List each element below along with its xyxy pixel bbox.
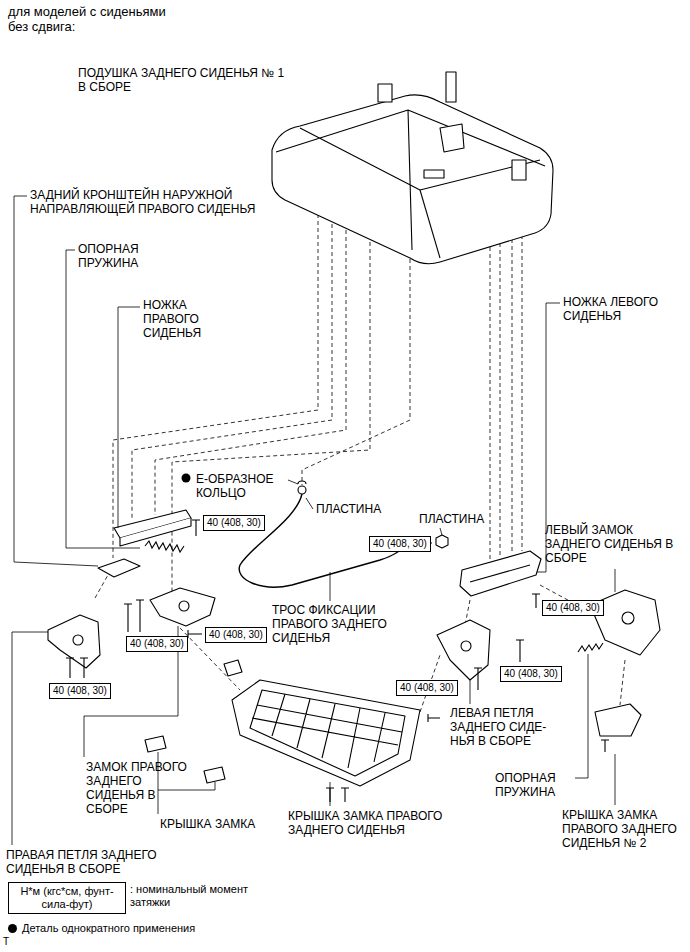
part-name: ПОДУШКА ЗАДНЕГО СИДЕНЬЯ № 1 В СБОРЕ [78,66,293,94]
torque-box: 40 (408, 30) [369,536,431,552]
figure-code: T [3,935,23,949]
torque-box: 40 (408, 30) [49,683,111,699]
torque-box: 40 (408, 30) [500,666,562,682]
part-name: ОПОРНАЯ ПРУЖИНА [495,771,575,799]
part-name: КРЫШКА ЗАМКА [160,817,280,831]
torque-box: 40 (408, 30) [396,680,458,696]
part-name: ПРАВАЯ ПЕТЛЯ ЗАДНЕГО СИДЕНЬЯ В СБОРЕ [6,848,181,876]
part-name: ОПОРНАЯ ПРУЖИНА [78,242,158,270]
part-name: ПЛАСТИНА [419,512,499,526]
torque-value: 40 (408, 30) [53,685,107,697]
part-name: НОЖКА ЛЕВОГО СИДЕНЬЯ [563,295,673,323]
legend-text: : номинальный момент затяжки [130,883,250,909]
torque-box: 40 (408, 30) [203,515,265,531]
torque-box: 40 (408, 30) [126,636,188,652]
part-name: ПЛАСТИНА [316,502,396,516]
part-name: ТРОС ФИКСАЦИИ ПРАВОГО ЗАДНЕГО СИДЕНЬЯ [272,603,400,645]
single-use-mark [182,474,191,483]
torque-value: 40 (408, 30) [504,668,558,680]
torque-value: 40 (408, 30) [207,517,261,529]
torque-value: 40 (408, 30) [373,538,427,550]
legend-text: Деталь однократного применения [22,922,322,935]
part-name: ЛЕВАЯ ПЕТЛЯ ЗАДНЕГО СИДЕ- НЬЯ В СБОРЕ [450,706,556,748]
torque-unit-box: Н*м (кгс*см, фунт-сила-фут) [8,882,126,914]
torque-value: 40 (408, 30) [130,638,184,650]
torque-value: Н*м (кгс*см, фунт-сила-фут) [12,885,122,911]
torque-value: 40 (408, 30) [546,602,600,614]
diagram-title: для моделей с сиденьями без сдвига: [8,4,183,34]
part-name: Е-ОБРАЗНОЕ КОЛЬЦО [196,472,296,500]
torque-box: 40 (408, 30) [542,600,604,616]
part-name: НОЖКА ПРАВОГО СИДЕНЬЯ [143,298,225,340]
legend-dot [8,924,17,933]
part-name: ЗАДНИЙ КРОНШТЕЙН НАРУЖНОЙ НАПРАВЛЯЮЩЕЙ П… [30,188,300,216]
part-name: ЗАМОК ПРАВОГО ЗАДНЕГО СИДЕНЬЯ В СБОРЕ [86,760,188,816]
part-name: КРЫШКА ЗАМКА ПРАВОГО ЗАДНЕГО СИДЕНЬЯ [288,809,456,837]
part-name: КРЫШКА ЗАМКА ПРАВОГО ЗАДНЕГО СИДЕНЬЯ № 2 [562,808,686,850]
part-name: ЛЕВЫЙ ЗАМОК ЗАДНЕГО СИДЕНЬЯ В СБОРЕ [545,523,675,565]
torque-box: 40 (408, 30) [205,627,267,643]
torque-value: 40 (408, 30) [400,682,454,694]
torque-value: 40 (408, 30) [209,629,263,641]
